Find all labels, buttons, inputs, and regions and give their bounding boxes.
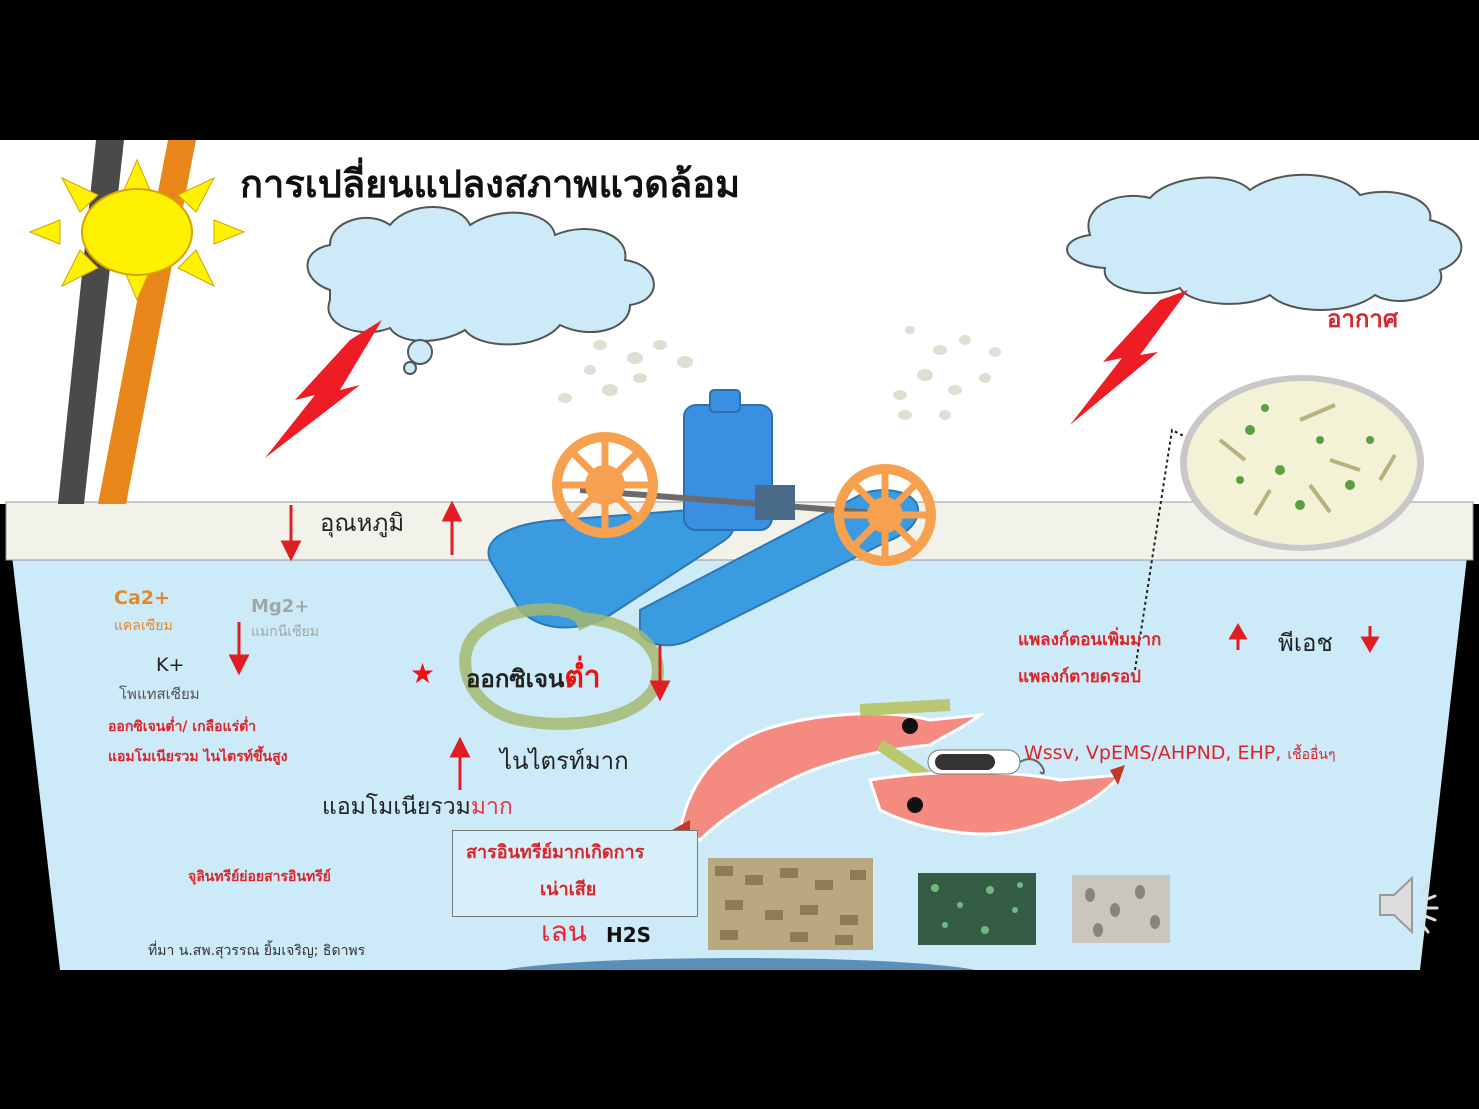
organic-line-2: เน่าเสีย [540,879,597,900]
low-oxygen-note-2: แอมโมเนียรวม ไนไตรท์ขึ้นสูง [108,749,288,765]
shrimp-illustration [672,699,1125,842]
weather-label: อากาศ [1327,305,1399,333]
disease-other: เชื้ออื่นๆ [1287,747,1336,763]
plankton-increase-label: แพลงก์ตอนเพิ่มมาก [1018,630,1162,650]
temperature-label: อุณหภูมิ [320,509,405,537]
potassium-symbol: K+ [156,654,185,676]
ammonia-word: แอมโมเนียรวม [322,794,471,820]
magnesium-name: แมกนีเซียม [251,624,320,640]
ammonia-high-word: มาก [470,794,513,820]
feed-pellets-image [708,858,873,950]
nitrite-label: ไนไตรท์มาก [500,747,629,775]
sludge-label: เลน [541,915,587,948]
calcium-symbol: Ca2+ [114,587,170,609]
right-cloud-icon [1066,173,1463,311]
star-icon: ★ [410,657,436,690]
oxygen-low-word: ต่ำ [564,660,601,695]
oxygen-down-arrow-icon [649,645,671,702]
virus-particle-icon [927,749,1045,775]
pond-water [6,504,1473,970]
slide: การเปลี่ยนแปลงสภาพแวดล้อม อากาศ อุณหภูมิ… [0,140,1479,970]
calcium-name: แคลเซียม [114,618,173,634]
disease-list: Wssv, VpEMS/AHPND, EHP, เชื้ออื่นๆ [1024,743,1336,764]
pond-bottom-mound [504,958,976,970]
ammonia-label: แอมโมเนียรวมมาก [322,794,513,820]
potassium-name: โพแทสเซียม [119,685,200,703]
organic-decay-box [452,830,698,917]
plankton-microscope-image [1180,375,1424,551]
source-credit: ที่มา น.สพ.สุวรรณ ยิ้มเจริญ; ธิดาพร [148,943,366,959]
bacteria-culture-image [918,873,1036,945]
low-oxygen-note-1: ออกซิเจนต่ำ/ เกลือแร่ต่ำ [108,719,257,735]
microorganism-image [1072,875,1170,943]
microbes-label: จุลินทรีย์ย่อยสารอินทรีย์ [188,869,331,885]
disease-names: Wssv, VpEMS/AHPND, EHP, [1024,742,1282,764]
h2s-label: H2S [606,923,652,947]
mineral-down-arrow-icon [228,622,250,676]
air-bubbles [558,326,1001,420]
magnesium-symbol: Mg2+ [251,596,310,617]
oxygen-word: ออกซิเจน [466,665,565,693]
oxygen-highlight-circle [459,603,664,730]
oxygen-label: ออกซิเจนต่ำ [466,661,601,694]
lightning-right-icon [1070,290,1188,425]
lightning-left-icon [265,320,382,458]
slide-title: การเปลี่ยนแปลงสภาพแวดล้อม [240,162,741,206]
paddlewheel-aerator-image [487,389,936,647]
ph-arrows [1228,623,1380,653]
speaker-icon[interactable] [1378,870,1448,940]
sun-icon [28,158,246,302]
ph-label: พีเอช [1278,629,1333,657]
plankton-die-label: แพลงก์ตายดรอป [1018,667,1141,687]
nitrite-up-arrow-icon [449,736,471,790]
pond-diagram [0,140,1479,970]
temperature-arrows [280,500,463,562]
left-cloud-icon [306,206,655,375]
organic-line-1: สารอินทรีย์มากเกิดการ [466,842,645,863]
